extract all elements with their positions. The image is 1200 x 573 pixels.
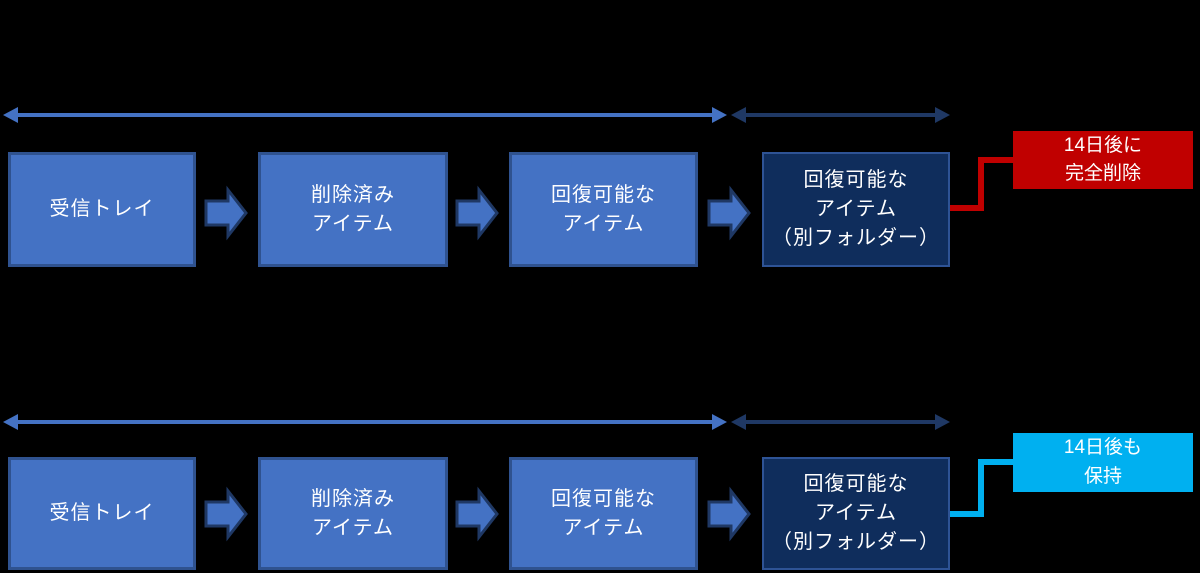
callout-retained: 14日後も 保持 bbox=[1013, 433, 1193, 492]
flow-box-inbox: 受信トレイ bbox=[8, 152, 196, 267]
flow-box-recoverable-items: 回復可能な アイテム bbox=[509, 152, 698, 267]
block-arrow-icon bbox=[455, 486, 499, 542]
timeline-arrow-dark-row2 bbox=[731, 414, 950, 430]
block-arrow-icon bbox=[204, 185, 248, 241]
block-arrow-icon bbox=[455, 185, 499, 241]
flow-box-inbox: 受信トレイ bbox=[8, 457, 196, 570]
timeline-arrow-light-row1 bbox=[3, 107, 727, 123]
timeline-arrow-dark-row1 bbox=[731, 107, 950, 123]
block-arrow-icon bbox=[707, 185, 751, 241]
timeline-arrow-light-row2 bbox=[3, 414, 727, 430]
flow-box-recoverable-items-other-folder: 回復可能な アイテム （別フォルダー） bbox=[762, 457, 950, 570]
block-arrow-icon bbox=[204, 486, 248, 542]
callout-permanent-delete: 14日後に 完全削除 bbox=[1013, 131, 1193, 189]
flow-box-deleted-items: 削除済み アイテム bbox=[258, 152, 448, 267]
connector-red bbox=[950, 157, 1013, 211]
flow-box-recoverable-items: 回復可能な アイテム bbox=[509, 457, 698, 570]
connector-cyan bbox=[950, 459, 1013, 517]
block-arrow-icon bbox=[707, 486, 751, 542]
flow-box-recoverable-items-other-folder: 回復可能な アイテム （別フォルダー） bbox=[762, 152, 950, 267]
flow-box-deleted-items: 削除済み アイテム bbox=[258, 457, 448, 570]
